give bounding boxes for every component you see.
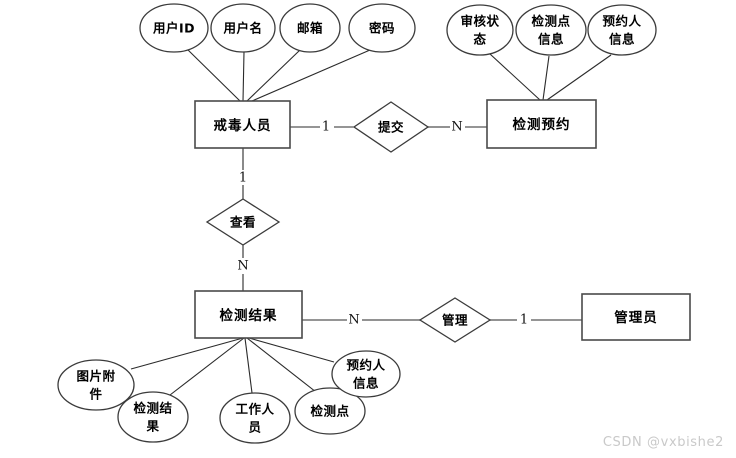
- relationship-label: 查看: [229, 215, 256, 230]
- connector-test-result: [169, 337, 245, 396]
- attribute-user-name[interactable]: 用户名: [210, 3, 276, 53]
- attribute-ellipse: [117, 391, 189, 443]
- relationship-diamond: [352, 101, 430, 153]
- attribute-ellipse: [587, 4, 657, 56]
- entity-box: [581, 293, 691, 341]
- attribute-ellipse: [348, 3, 416, 53]
- entity-label: 检测结果: [220, 307, 278, 324]
- entity-box: [486, 99, 597, 149]
- entity-box: [194, 100, 291, 149]
- attribute-label-line1: 预约人: [346, 358, 385, 373]
- attribute-label-line2: 果: [145, 419, 159, 434]
- attribute-label: 检测点: [310, 404, 349, 419]
- connector-user-email: [246, 49, 301, 102]
- relationship-connectors: [242, 126, 582, 321]
- attribute-email[interactable]: 邮箱: [279, 3, 341, 53]
- attribute-user-id[interactable]: 用户ID: [139, 3, 209, 53]
- attribute-label-line2: 件: [89, 387, 102, 402]
- attribute-test-site[interactable]: 检测点: [294, 387, 366, 435]
- result-attribute-connectors: [130, 337, 335, 396]
- connector-result-reserver-info: [248, 337, 335, 363]
- cardinality-manage-right: 1: [520, 313, 528, 328]
- connector-user-id: [185, 47, 241, 102]
- entity-label: 管理员: [614, 309, 658, 326]
- connector-staff: [244, 337, 253, 394]
- connector-user-name: [242, 51, 245, 102]
- attribute-label-line2: 信息: [538, 32, 564, 47]
- connector-site-info: [542, 55, 550, 101]
- attribute-ellipse: [294, 387, 366, 435]
- attribute-ellipse: [219, 392, 291, 444]
- attribute-ellipse: [515, 4, 587, 56]
- attribute-label-line2: 信息: [353, 376, 379, 391]
- attribute-ellipse: [279, 3, 341, 53]
- attribute-password[interactable]: 密码: [348, 3, 416, 53]
- attribute-label: 密码: [368, 21, 395, 36]
- connector-test-site: [246, 337, 317, 393]
- attribute-result-reserver-info[interactable]: 预约人 信息: [331, 350, 401, 398]
- connector-reserver-info: [546, 54, 612, 101]
- relationship-label: 提交: [378, 120, 404, 135]
- attribute-label: 用户名: [222, 21, 262, 36]
- attribute-label-line1: 图片附: [76, 369, 115, 384]
- relationship-view[interactable]: 查看: [205, 198, 281, 246]
- connector-user-password: [251, 49, 371, 102]
- cardinality-submit-left: 1: [322, 120, 330, 135]
- attribute-label-line1: 预约人: [602, 14, 641, 29]
- relationship-label: 管理: [442, 313, 468, 328]
- attribute-ellipse: [446, 4, 514, 56]
- connector-audit-status: [489, 53, 541, 101]
- entity-box: [194, 290, 303, 339]
- attribute-ellipse: [139, 3, 209, 53]
- attribute-image-attachment[interactable]: 图片附 件: [57, 359, 135, 411]
- entity-appointment[interactable]: 检测预约: [486, 99, 597, 149]
- attribute-audit-status[interactable]: 审核状 态: [446, 4, 514, 56]
- connector-image-attachment: [130, 337, 244, 370]
- entity-result[interactable]: 检测结果: [194, 290, 303, 339]
- attribute-label-line2: 态: [473, 32, 486, 47]
- attribute-label-line1: 检测点: [531, 14, 570, 29]
- attribute-staff[interactable]: 工作人 员: [219, 392, 291, 444]
- relationship-manage[interactable]: 管理: [418, 297, 492, 343]
- attribute-label-line2: 员: [248, 420, 261, 435]
- attribute-label-line1: 审核状: [460, 14, 499, 29]
- attribute-ellipse: [210, 3, 276, 53]
- attribute-site-info[interactable]: 检测点 信息: [515, 4, 587, 56]
- cardinality-view-bottom: N: [237, 259, 248, 274]
- cardinality-submit-right: N: [451, 120, 462, 135]
- attribute-reserver-info[interactable]: 预约人 信息: [587, 4, 657, 56]
- entity-admin[interactable]: 管理员: [581, 293, 691, 341]
- cardinality-view-top: 1: [239, 171, 247, 186]
- appointment-attribute-connectors: [489, 53, 612, 101]
- user-attribute-connectors: [185, 47, 371, 102]
- entity-user[interactable]: 戒毒人员: [194, 100, 291, 149]
- attribute-label: 用户ID: [152, 21, 195, 36]
- entity-label: 检测预约: [513, 116, 571, 133]
- attribute-ellipse: [57, 359, 135, 411]
- attribute-label-line1: 工作人: [235, 402, 274, 417]
- attribute-ellipse: [331, 350, 401, 398]
- entity-label: 戒毒人员: [214, 117, 272, 134]
- cardinality-labels: 1 N 1 N N 1: [237, 120, 528, 328]
- attribute-label-line2: 信息: [609, 32, 635, 47]
- relationship-diamond: [418, 297, 492, 343]
- attribute-test-result[interactable]: 检测结 果: [117, 391, 189, 443]
- attribute-label: 邮箱: [297, 21, 323, 36]
- relationship-submit[interactable]: 提交: [352, 101, 430, 153]
- csdn-watermark: CSDN @vxbishe2: [602, 435, 724, 450]
- cardinality-manage-left: N: [348, 313, 359, 328]
- attribute-label-line1: 检测结: [133, 401, 172, 416]
- relationship-diamond: [205, 198, 281, 246]
